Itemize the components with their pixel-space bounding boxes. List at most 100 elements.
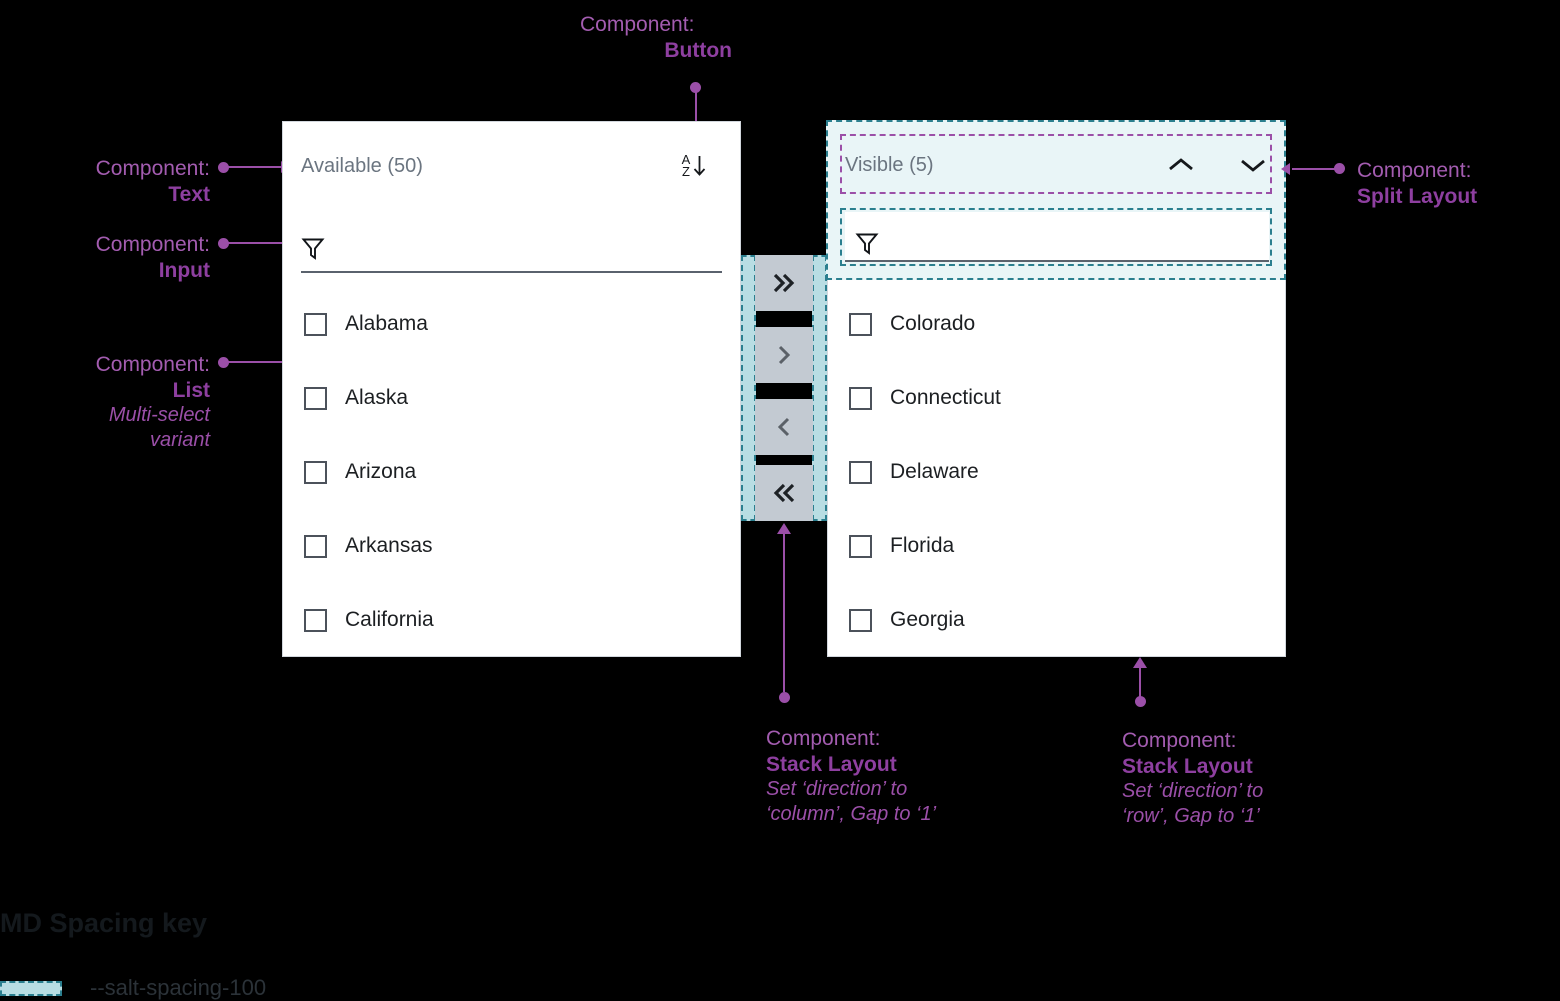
- chevron-down-icon: [1241, 159, 1265, 172]
- list-item[interactable]: Colorado: [828, 287, 1285, 361]
- list-item[interactable]: Alaska: [283, 361, 740, 435]
- annotation-stack-column-arrowhead: [777, 523, 791, 534]
- list-item[interactable]: Arizona: [283, 435, 740, 509]
- annotation-list-dot: [218, 357, 229, 368]
- transfer-button-stack: [741, 255, 827, 521]
- annotation-list-line: [227, 361, 299, 363]
- list-item-label: Colorado: [890, 312, 976, 335]
- visible-panel-header-content: Visible (5): [845, 146, 1270, 184]
- annotation-list-prefix: Component:: [95, 353, 210, 376]
- annotation-input-prefix: Component:: [95, 233, 210, 256]
- checkbox-icon[interactable]: [304, 534, 327, 558]
- list-item-label: Florida: [890, 534, 955, 557]
- annotation-text-dot: [218, 162, 229, 173]
- annotation-stack-row-name: Stack Layout: [1122, 754, 1253, 778]
- move-down-button-top[interactable]: [1236, 148, 1270, 182]
- annotation-split-layout: Component: Split Layout: [1357, 158, 1557, 209]
- move-all-left-button[interactable]: [755, 465, 813, 521]
- checkbox-icon[interactable]: [849, 534, 872, 558]
- visible-filter-row-content: [845, 212, 1269, 262]
- spacing-indicator-left: [741, 255, 756, 521]
- chevron-double-right-icon: [773, 273, 795, 293]
- list-item[interactable]: Arkansas: [283, 509, 740, 583]
- checkbox-icon[interactable]: [849, 608, 872, 632]
- filter-funnel-icon: [301, 238, 325, 260]
- annotation-input-name: Input: [158, 258, 210, 282]
- available-filter-row: [301, 228, 722, 273]
- annotation-button-dot: [690, 82, 701, 93]
- available-filter-input[interactable]: [335, 236, 722, 261]
- list-item-label: Delaware: [890, 460, 979, 483]
- visible-panel-title-text: Visible (5): [845, 153, 934, 176]
- chevron-up-icon: [1169, 158, 1193, 171]
- annotation-stack-row: Component: Stack Layout Set ‘direction’ …: [1122, 728, 1402, 828]
- list-item-label: Alaska: [345, 386, 409, 409]
- checkbox-icon[interactable]: [304, 608, 327, 632]
- visible-list: Colorado Connecticut Delaware Florida Ge…: [828, 287, 1285, 657]
- annotation-stack-row-arrowhead: [1133, 657, 1147, 668]
- annotation-split-layout-line: [1292, 168, 1336, 170]
- checkbox-icon[interactable]: [849, 460, 872, 484]
- chevron-left-icon: [777, 417, 790, 437]
- annotation-stack-column-line: [783, 534, 785, 692]
- annotation-button-name: Button: [664, 38, 732, 62]
- list-item-label: Arizona: [345, 460, 417, 483]
- annotation-split-layout-arrowhead: [1281, 163, 1290, 175]
- annotation-input-dot: [218, 238, 229, 249]
- annotation-split-layout-prefix: Component:: [1357, 159, 1472, 182]
- list-item-label: Alabama: [345, 312, 428, 335]
- list-item-label: Georgia: [890, 608, 965, 631]
- list-item[interactable]: Florida: [828, 509, 1285, 583]
- available-panel-title: Available (50): [301, 154, 423, 177]
- spacing-key: MD Spacing key --salt-spacing-100: [0, 908, 266, 1001]
- available-panel-header: Available (50) A Z: [301, 147, 714, 185]
- visible-filter-input-top[interactable]: [889, 231, 1269, 256]
- annotation-stack-column: Component: Stack Layout Set ‘direction’ …: [766, 726, 1046, 826]
- checkbox-icon[interactable]: [849, 386, 872, 410]
- checkbox-icon[interactable]: [304, 460, 327, 484]
- move-all-right-button[interactable]: [755, 255, 813, 311]
- annotation-stack-row-dot: [1135, 696, 1146, 707]
- list-item[interactable]: Delaware: [828, 435, 1285, 509]
- filter-funnel-icon: [855, 233, 879, 255]
- list-item[interactable]: California: [283, 583, 740, 657]
- checkbox-icon[interactable]: [849, 312, 872, 336]
- list-item-label: California: [345, 608, 434, 631]
- annotation-split-layout-name: Split Layout: [1357, 184, 1478, 208]
- annotation-button-prefix: Component:: [580, 13, 695, 36]
- annotation-stack-row-note-2: ‘row’, Gap to ‘1’: [1122, 804, 1260, 827]
- available-list: Alabama Alaska Arizona Arkansas Californ…: [283, 287, 740, 657]
- annotation-list-name: List: [172, 378, 210, 402]
- annotation-split-layout-dot: [1334, 163, 1345, 174]
- spacing-indicator-right: [812, 255, 827, 521]
- move-right-button[interactable]: [755, 327, 813, 383]
- sort-letter-top: A: [681, 151, 691, 167]
- list-item[interactable]: Alabama: [283, 287, 740, 361]
- annotation-list-note-1: Multi-select: [108, 404, 210, 427]
- move-left-button[interactable]: [755, 399, 813, 455]
- sort-letter-bottom: Z: [682, 164, 690, 179]
- annotation-stack-column-dot: [779, 692, 790, 703]
- checkbox-icon[interactable]: [304, 386, 327, 410]
- arrow-down-icon: [694, 156, 706, 176]
- spacing-token-label: --salt-spacing-100: [90, 975, 267, 1000]
- annotation-list-note-2: variant: [149, 428, 210, 451]
- annotation-input-line: [227, 242, 287, 244]
- checkbox-icon[interactable]: [304, 312, 327, 336]
- available-panel: Available (50) A Z: [282, 121, 741, 657]
- annotation-stack-row-note-1: Set ‘direction’ to: [1122, 780, 1264, 803]
- sort-az-descending-icon[interactable]: A Z: [674, 147, 714, 185]
- list-item[interactable]: Georgia: [828, 583, 1285, 657]
- chevron-right-icon: [778, 345, 791, 365]
- annotation-stack-column-prefix: Component:: [766, 727, 881, 750]
- list-item[interactable]: Connecticut: [828, 361, 1285, 435]
- annotation-stack-column-note-1: Set ‘direction’ to: [766, 778, 908, 801]
- list-item-label: Connecticut: [890, 386, 1001, 409]
- spacing-key-title: MD Spacing key: [0, 908, 208, 938]
- split-layout-outline: [840, 134, 1272, 194]
- annotation-list: Component: List Multi-select variant: [20, 352, 210, 452]
- move-up-button-top[interactable]: [1164, 148, 1198, 182]
- spacing-swatch: [0, 980, 62, 996]
- chevron-double-left-icon: [773, 483, 795, 503]
